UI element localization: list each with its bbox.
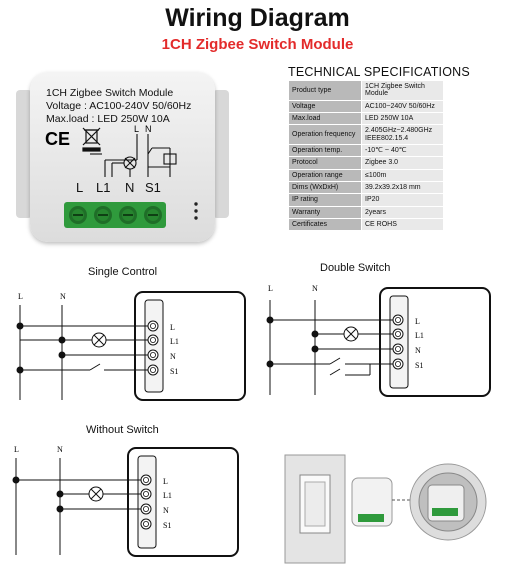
double-term-s1: S1 xyxy=(415,361,423,370)
single-control-diagram xyxy=(16,291,246,401)
double-line-label-n: N xyxy=(312,284,318,293)
page-title: Wiring Diagram xyxy=(165,4,350,32)
spec-row: Dims (WxDxH)39.2x39.2x18 mm xyxy=(288,181,444,195)
mounting-ear-left xyxy=(16,90,32,218)
spec-key: Dims (WxDxH) xyxy=(288,181,362,195)
single-term-s1: S1 xyxy=(170,367,178,376)
without-line-label-n: N xyxy=(57,445,63,454)
terminal-label-l: L xyxy=(76,180,84,195)
double-term-n: N xyxy=(415,346,421,355)
without-term-l: L xyxy=(163,477,168,486)
terminal-screws xyxy=(69,206,162,224)
spec-title: TECHNICAL SPECIFICATIONS xyxy=(288,65,470,79)
installation-illustration xyxy=(284,454,487,564)
single-line-label-l: L xyxy=(18,292,23,301)
terminal-block xyxy=(64,202,166,228)
spec-value: 39.2x39.2x18 mm xyxy=(361,181,444,195)
spec-value: Zigbee 3.0 xyxy=(361,156,444,170)
switch-module-illustration: 1CH Zigbee Switch Module Voltage : AC100… xyxy=(16,72,229,242)
spec-value: 1CH Zigbee Switch Module xyxy=(361,80,444,101)
schematic-label-n: N xyxy=(145,124,152,134)
module-voltage: Voltage : AC100-240V 50/60Hz xyxy=(46,100,192,112)
terminal-label-s1: S1 xyxy=(145,180,161,195)
terminal-label-l1: L1 xyxy=(96,180,111,195)
spec-value: 2years xyxy=(361,205,444,220)
spec-key: IP rating xyxy=(288,193,362,207)
module-max-load: Max.load : LED 250W 10A xyxy=(46,113,170,125)
schematic-label-l: L xyxy=(134,124,139,134)
spec-value: -10℃ ~ 40℃ xyxy=(361,144,444,158)
page-subtitle: 1CH Zigbee Switch Module xyxy=(161,36,354,53)
double-term-l: L xyxy=(415,317,420,326)
internal-schematic xyxy=(90,134,177,177)
without-term-l1: L1 xyxy=(163,491,172,500)
spec-key: Product type xyxy=(288,80,362,101)
wall-switch-plate xyxy=(284,454,346,564)
terminal-label-n: N xyxy=(125,180,135,195)
spec-key: Warranty xyxy=(288,205,362,220)
double-switch-title: Double Switch xyxy=(320,262,391,274)
spec-value: ≤100m xyxy=(361,168,444,183)
single-line-label-n: N xyxy=(60,292,66,301)
without-term-n: N xyxy=(163,506,169,515)
single-term-l1: L1 xyxy=(170,337,179,346)
module-name: 1CH Zigbee Switch Module xyxy=(46,87,174,99)
spec-value: CE ROHS xyxy=(361,218,444,232)
spec-key: Operation temp. xyxy=(288,144,362,158)
spec-key: Max.load xyxy=(288,112,362,126)
spec-value: LED 250W 10A xyxy=(361,112,444,126)
single-term-n: N xyxy=(170,352,176,361)
single-control-title: Single Control xyxy=(88,266,158,278)
spec-key: Operation frequency xyxy=(288,124,362,146)
without-term-s1: S1 xyxy=(163,521,171,530)
spec-key: Operation range xyxy=(288,168,362,183)
without-line-label-l: L xyxy=(14,445,19,454)
spec-row: Operation temp.-10℃ ~ 40℃ xyxy=(288,144,444,158)
ce-mark: CE xyxy=(45,129,70,149)
spec-key: Voltage xyxy=(288,99,362,114)
single-term-l: L xyxy=(170,323,175,332)
mounting-ear-right xyxy=(213,90,229,218)
spec-value: 2.405GHz~2.480GHz IEEE802.15.4 xyxy=(361,124,444,146)
double-line-label-l: L xyxy=(268,284,273,293)
double-term-l1: L1 xyxy=(415,331,424,340)
without-switch-diagram xyxy=(12,447,239,557)
spec-key: Protocol xyxy=(288,156,362,170)
without-switch-title: Without Switch xyxy=(86,424,159,436)
module-schematic: CE L xyxy=(45,124,198,228)
status-dots xyxy=(194,202,198,220)
spec-value: IP20 xyxy=(361,193,444,207)
double-switch-diagram xyxy=(266,287,491,397)
weee-bin-icon xyxy=(82,127,101,152)
spec-row: Operation range≤100m xyxy=(288,168,444,183)
